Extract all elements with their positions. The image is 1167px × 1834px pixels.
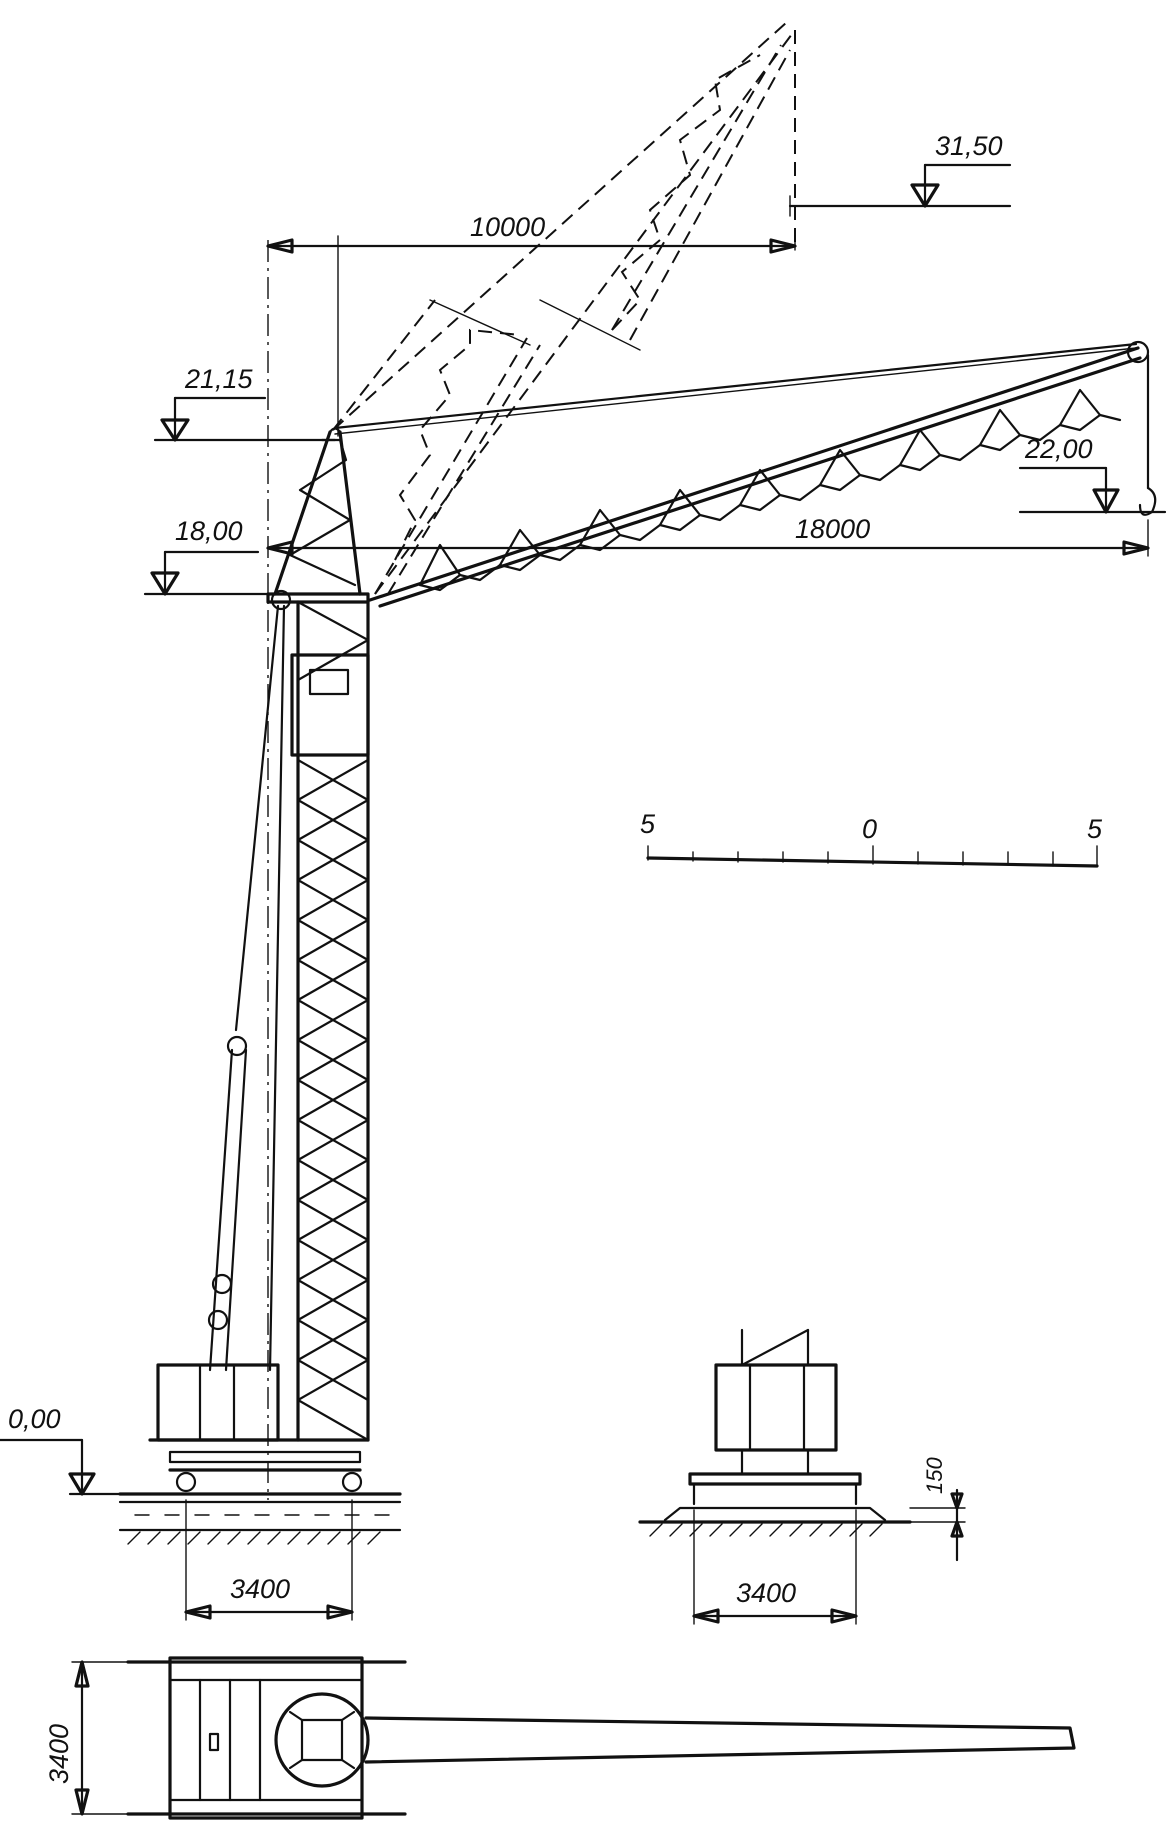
elevation-31-50-label: 31,50 <box>935 131 1003 161</box>
wheel-icon <box>175 1471 197 1493</box>
dimension-150-label: 150 <box>922 1457 947 1494</box>
dimension-18000-label: 18000 <box>795 514 870 544</box>
dimension-3400-side-label: 3400 <box>230 1574 290 1604</box>
crane-plan-view <box>126 1656 1076 1820</box>
elevation-22-00-label: 22,00 <box>1024 434 1093 464</box>
dimension-10000-label: 10000 <box>470 212 545 242</box>
scale-bar <box>646 845 1099 868</box>
slewing-ring-icon <box>274 1692 370 1788</box>
counterweight <box>156 1363 280 1442</box>
labels: 31,50 10000 21,15 22,00 18,00 18000 5 0 … <box>8 131 1103 1784</box>
crane-mast <box>266 589 370 1442</box>
scale-bar-center-label: 0 <box>862 814 877 844</box>
dimension-3400-front-label: 3400 <box>736 1578 796 1608</box>
scale-bar-right-label: 5 <box>1087 814 1103 844</box>
elevation-0-00-label: 0,00 <box>8 1404 61 1434</box>
operator-cabin <box>290 653 370 757</box>
crane-hook-icon <box>1138 486 1157 516</box>
dimension-lines <box>71 235 1150 1816</box>
raised-jib-positions <box>332 21 796 595</box>
elevation-18-00-label: 18,00 <box>175 516 243 546</box>
hoist-ropes <box>207 604 286 1372</box>
crane-front-view <box>638 1328 912 1537</box>
wheel-icon <box>341 1471 363 1493</box>
elevation-21-15-label: 21,15 <box>184 364 254 394</box>
cabin-window <box>308 668 350 696</box>
scale-bar-left-label: 5 <box>640 809 656 839</box>
elevation-markers <box>0 163 1167 1496</box>
horizontal-jib <box>368 340 1157 608</box>
crane-base-side <box>118 1363 402 1545</box>
dimension-3400-plan-label: 3400 <box>44 1724 74 1784</box>
